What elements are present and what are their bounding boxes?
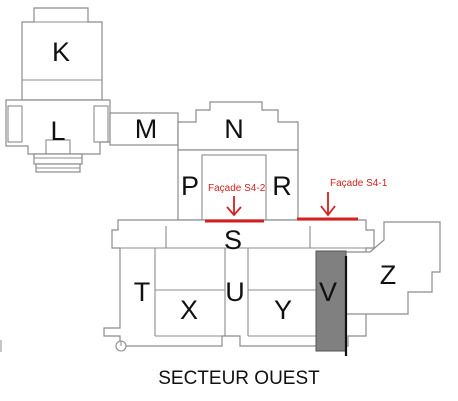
zone-label-y: Y	[274, 295, 292, 325]
zone-label-z: Z	[380, 260, 397, 290]
zone-label-p: P	[181, 171, 199, 201]
zone-label-l: L	[50, 116, 65, 146]
highlight-block-v	[315, 250, 347, 352]
zone-label-m: M	[135, 114, 158, 144]
facade-s4-2-arrow-icon	[226, 196, 242, 217]
zone-label-v: V	[319, 277, 337, 307]
zone-label-t: T	[134, 277, 151, 307]
zone-label-r: R	[272, 171, 292, 201]
zone-label-k: K	[52, 37, 70, 67]
zone-label-s: S	[224, 225, 242, 255]
zone-label-u: U	[225, 277, 245, 307]
building-l	[5, 99, 111, 173]
stair-symbol	[115, 340, 127, 352]
facade-s4-1-label: Façade S4-1	[330, 178, 388, 189]
facade-s4-1-arrow-icon	[320, 192, 336, 217]
zone-label-x: X	[180, 295, 198, 325]
zone-label-n: N	[224, 114, 244, 144]
main-block	[103, 219, 375, 347]
facade-s4-2-label: Façade S4-2	[208, 183, 266, 194]
building-p-r	[177, 149, 299, 221]
building-z	[345, 221, 441, 315]
sector-caption: SECTEUR OUEST	[158, 368, 320, 389]
